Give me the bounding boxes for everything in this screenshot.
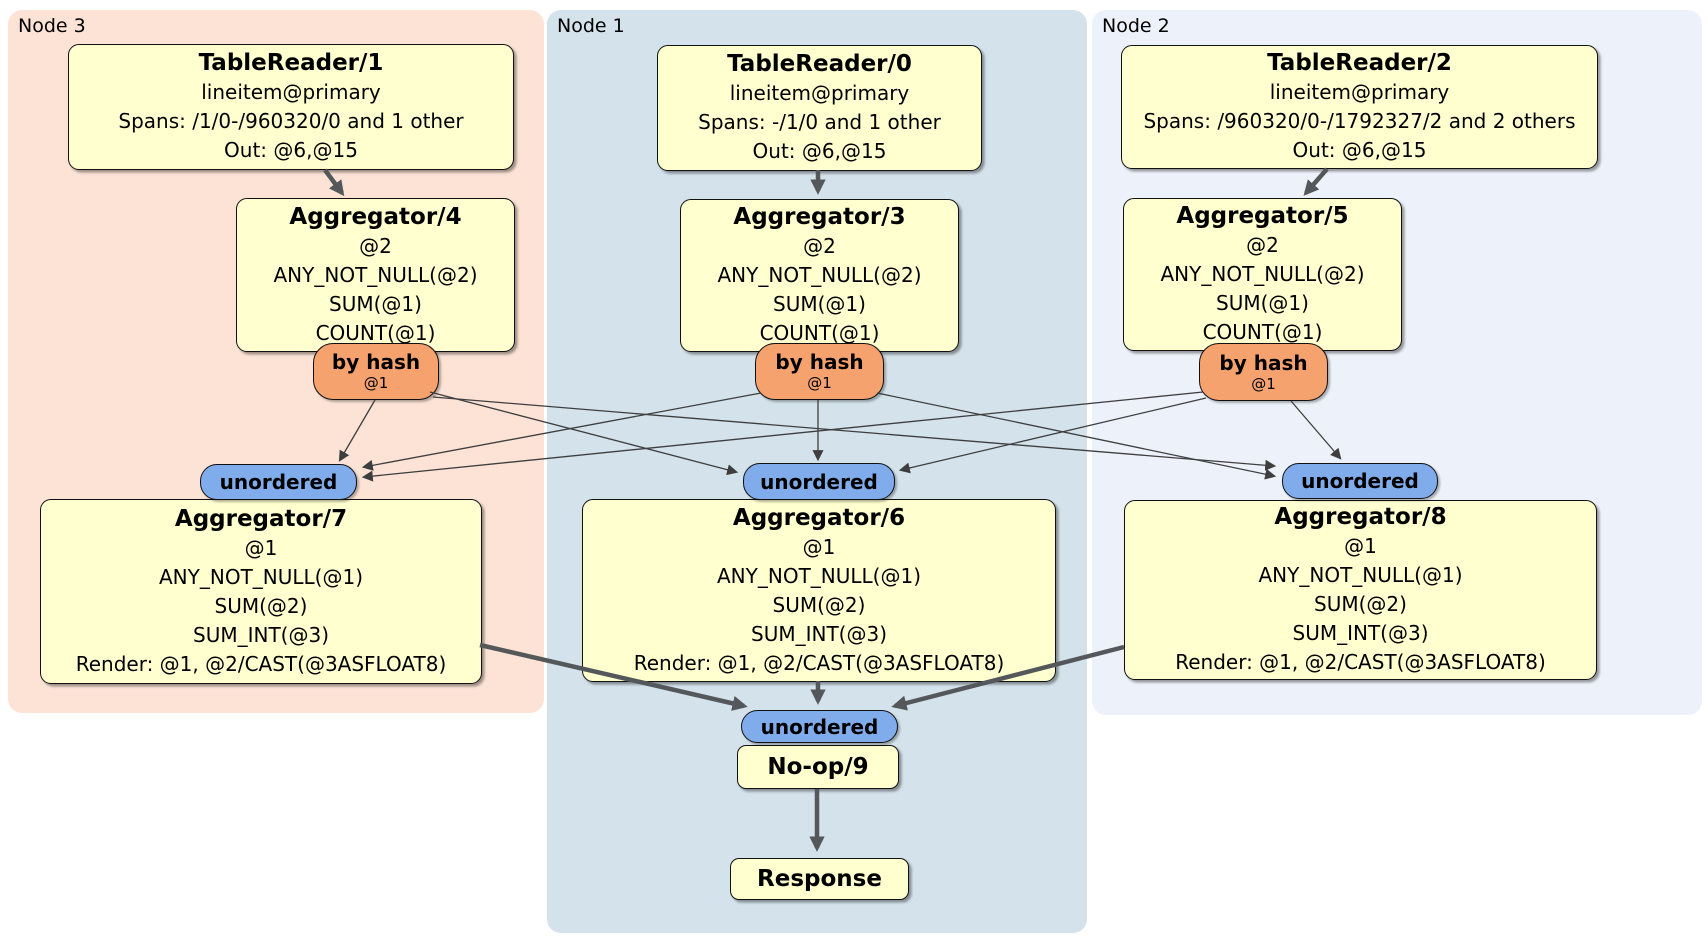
aggregator-3-title: Aggregator/3 [733,204,906,230]
tablereader-0-title: TableReader/0 [727,51,912,77]
aggregator-6-render: Render: @1, @2/CAST(@3ASFLOAT8) [633,650,1005,675]
tablereader-2-index: lineitem@primary [1269,80,1450,104]
sync-unordered-node2: unordered [1282,463,1438,499]
aggregator-7-fn3: SUM_INT(@3) [193,622,329,647]
region-node1-label: Node 1 [557,15,625,37]
aggregator-4-fn2: SUM(@1) [329,291,422,316]
router-by-hash-node1-column: @1 [807,374,832,392]
noop-9-title: No-op/9 [767,753,869,780]
aggregator-3-fn3: COUNT(@1) [759,321,880,345]
aggregator-4-fn3: COUNT(@1) [315,320,436,345]
processor-aggregator-6: Aggregator/6 @1 ANY_NOT_NULL(@1) SUM(@2)… [582,499,1056,682]
aggregator-7-group: @1 [244,535,278,560]
router-by-hash-node3: by hash @1 [313,343,439,400]
processor-tablereader-1: TableReader/1 lineitem@primary Spans: /1… [68,44,514,170]
tablereader-0-index: lineitem@primary [729,81,910,105]
aggregator-3-fn1: ANY_NOT_NULL(@2) [717,263,922,287]
router-by-hash-node3-column: @1 [363,374,389,392]
aggregator-5-fn1: ANY_NOT_NULL(@2) [1160,262,1365,286]
aggregator-5-title: Aggregator/5 [1176,203,1349,229]
processor-tablereader-0: TableReader/0 lineitem@primary Spans: -/… [657,45,982,171]
aggregator-3-fn2: SUM(@1) [773,292,866,316]
aggregator-8-fn2: SUM(@2) [1314,592,1407,616]
aggregator-4-title: Aggregator/4 [289,203,462,230]
processor-aggregator-3: Aggregator/3 @2 ANY_NOT_NULL(@2) SUM(@1)… [680,199,959,352]
sync-unordered-final: unordered [741,710,898,743]
tablereader-2-out: Out: @6,@15 [1292,138,1427,162]
aggregator-5-fn3: COUNT(@1) [1202,320,1323,344]
sync-unordered-node3: unordered [200,464,357,500]
aggregator-8-render: Render: @1, @2/CAST(@3ASFLOAT8) [1175,650,1546,674]
aggregator-8-fn1: ANY_NOT_NULL(@1) [1258,563,1463,587]
aggregator-7-fn2: SUM(@2) [214,593,308,618]
tablereader-0-spans: Spans: -/1/0 and 1 other [698,110,941,134]
tablereader-1-out: Out: @6,@15 [224,138,358,162]
processor-aggregator-7: Aggregator/7 @1 ANY_NOT_NULL(@1) SUM(@2)… [40,499,482,684]
sync-unordered-node3-label: unordered [219,470,338,494]
aggregator-8-group: @1 [1344,534,1377,558]
aggregator-8-fn3: SUM_INT(@3) [1292,621,1429,645]
aggregator-6-group: @1 [802,534,836,559]
processor-aggregator-8: Aggregator/8 @1 ANY_NOT_NULL(@1) SUM(@2)… [1124,500,1597,680]
aggregator-6-fn1: ANY_NOT_NULL(@1) [717,563,921,588]
processor-tablereader-2: TableReader/2 lineitem@primary Spans: /9… [1121,45,1598,169]
tablereader-1-spans: Spans: /1/0-/960320/0 and 1 other [118,109,464,133]
processor-response: Response [730,858,909,900]
aggregator-4-fn1: ANY_NOT_NULL(@2) [273,262,478,287]
router-by-hash-node1-label: by hash [775,350,864,374]
aggregator-7-fn1: ANY_NOT_NULL(@1) [159,564,363,589]
processor-aggregator-5: Aggregator/5 @2 ANY_NOT_NULL(@2) SUM(@1)… [1123,198,1402,351]
tablereader-0-out: Out: @6,@15 [752,139,887,163]
aggregator-6-fn2: SUM(@2) [772,592,866,617]
router-by-hash-node2-label: by hash [1219,350,1308,375]
tablereader-1-index: lineitem@primary [201,80,381,104]
response-title: Response [757,865,882,892]
tablereader-2-title: TableReader/2 [1267,50,1452,76]
region-node2-label: Node 2 [1102,15,1170,37]
sync-unordered-final-label: unordered [760,714,879,739]
aggregator-7-render: Render: @1, @2/CAST(@3ASFLOAT8) [75,651,447,676]
aggregator-5-fn2: SUM(@1) [1216,291,1309,315]
aggregator-3-group: @2 [803,234,836,258]
sync-unordered-node1-label: unordered [760,469,878,494]
sync-unordered-node1: unordered [743,463,895,500]
tablereader-1-title: TableReader/1 [198,50,384,76]
router-by-hash-node2: by hash @1 [1199,343,1328,401]
router-by-hash-node3-label: by hash [331,350,421,374]
region-node3-label: Node 3 [18,15,86,37]
aggregator-5-group: @2 [1246,233,1279,257]
aggregator-6-fn3: SUM_INT(@3) [751,621,887,646]
router-by-hash-node2-column: @1 [1251,374,1276,393]
tablereader-2-spans: Spans: /960320/0-/1792327/2 and 2 others [1143,109,1576,133]
processor-noop-9: No-op/9 [737,745,899,789]
aggregator-4-group: @2 [359,233,392,258]
router-by-hash-node1: by hash @1 [755,343,884,400]
sync-unordered-node2-label: unordered [1301,469,1419,493]
processor-aggregator-4: Aggregator/4 @2 ANY_NOT_NULL(@2) SUM(@1)… [236,198,515,352]
aggregator-6-title: Aggregator/6 [732,504,906,531]
aggregator-7-title: Aggregator/7 [174,505,348,532]
aggregator-8-title: Aggregator/8 [1274,504,1447,530]
